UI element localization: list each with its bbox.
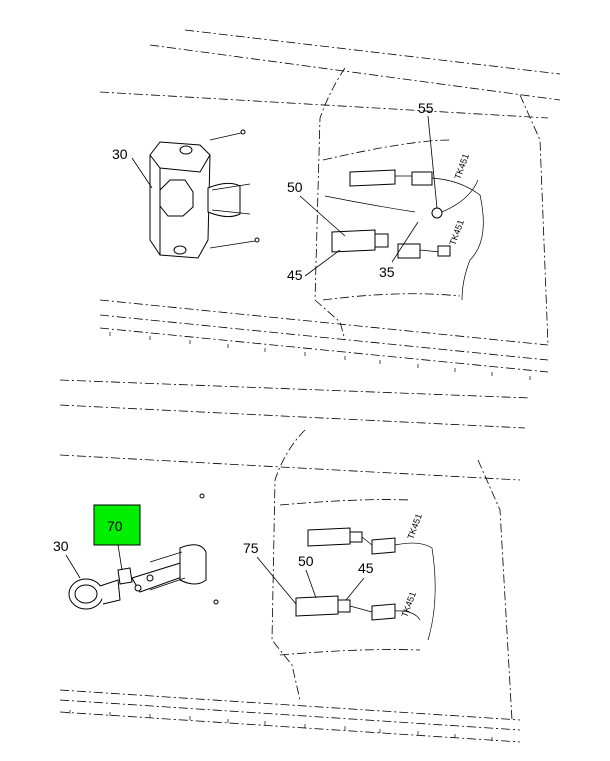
top-panel: TK451 TK451 30 55 50 45 35 [99, 29, 561, 380]
callout-30-bottom: 30 [53, 538, 69, 554]
callout-30-top: 30 [112, 146, 128, 162]
wire-harness-icon-bottom: TK451 TK451 [295, 512, 436, 641]
callout-70: 70 [107, 518, 123, 534]
wire-harness-icon: TK451 TK451 [324, 152, 484, 301]
callout-50-top: 50 [287, 179, 303, 195]
switch-housing-icon [149, 129, 260, 259]
bottom-panel: TK451 TK451 70 30 75 50 45 [53, 379, 531, 743]
svg-text:TK451: TK451 [452, 152, 470, 180]
callouts-top: 30 55 50 45 35 [112, 100, 438, 283]
svg-text:TK451: TK451 [405, 512, 423, 540]
svg-text:TK451: TK451 [447, 218, 465, 246]
callout-75: 75 [243, 540, 259, 556]
callout-35: 35 [379, 264, 395, 280]
push-button-icon [68, 544, 207, 610]
callout-55: 55 [418, 100, 434, 116]
rivet-row-top [109, 332, 531, 380]
callout-50-bottom: 50 [298, 553, 314, 569]
callouts-bottom: 70 30 75 50 45 [53, 504, 374, 605]
callout-70-highlight [93, 504, 141, 546]
callout-45-bottom: 45 [358, 560, 374, 576]
callout-45-top: 45 [287, 267, 303, 283]
svg-text:TK451: TK451 [399, 590, 417, 618]
rivet-row-bottom [69, 710, 493, 741]
